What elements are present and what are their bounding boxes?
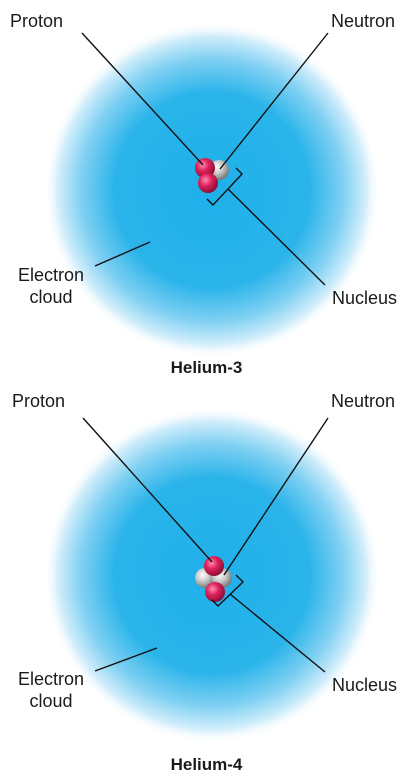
helium-4-caption: Helium-4 [0,755,413,775]
neutron-label: Neutron [331,390,395,412]
electron-cloud-label-line1: Electron [10,264,92,286]
neutron-label: Neutron [331,10,395,32]
electron-cloud-label: Electron cloud [10,668,92,712]
proton [204,556,224,576]
helium-4-atom [44,407,380,743]
proton-label: Proton [12,390,65,412]
nucleus-label: Nucleus [332,674,397,696]
electron-cloud-label-line1: Electron [10,668,92,690]
proton-label: Proton [10,10,63,32]
electron-cloud-label-line2: cloud [10,286,92,308]
electron-cloud-label: Electron cloud [10,264,92,308]
proton [198,173,218,193]
nucleus-label: Nucleus [332,287,397,309]
electron-cloud-label-line2: cloud [10,690,92,712]
proton [205,582,225,602]
helium-3-atom [44,22,380,358]
helium-3-caption: Helium-3 [0,358,413,378]
